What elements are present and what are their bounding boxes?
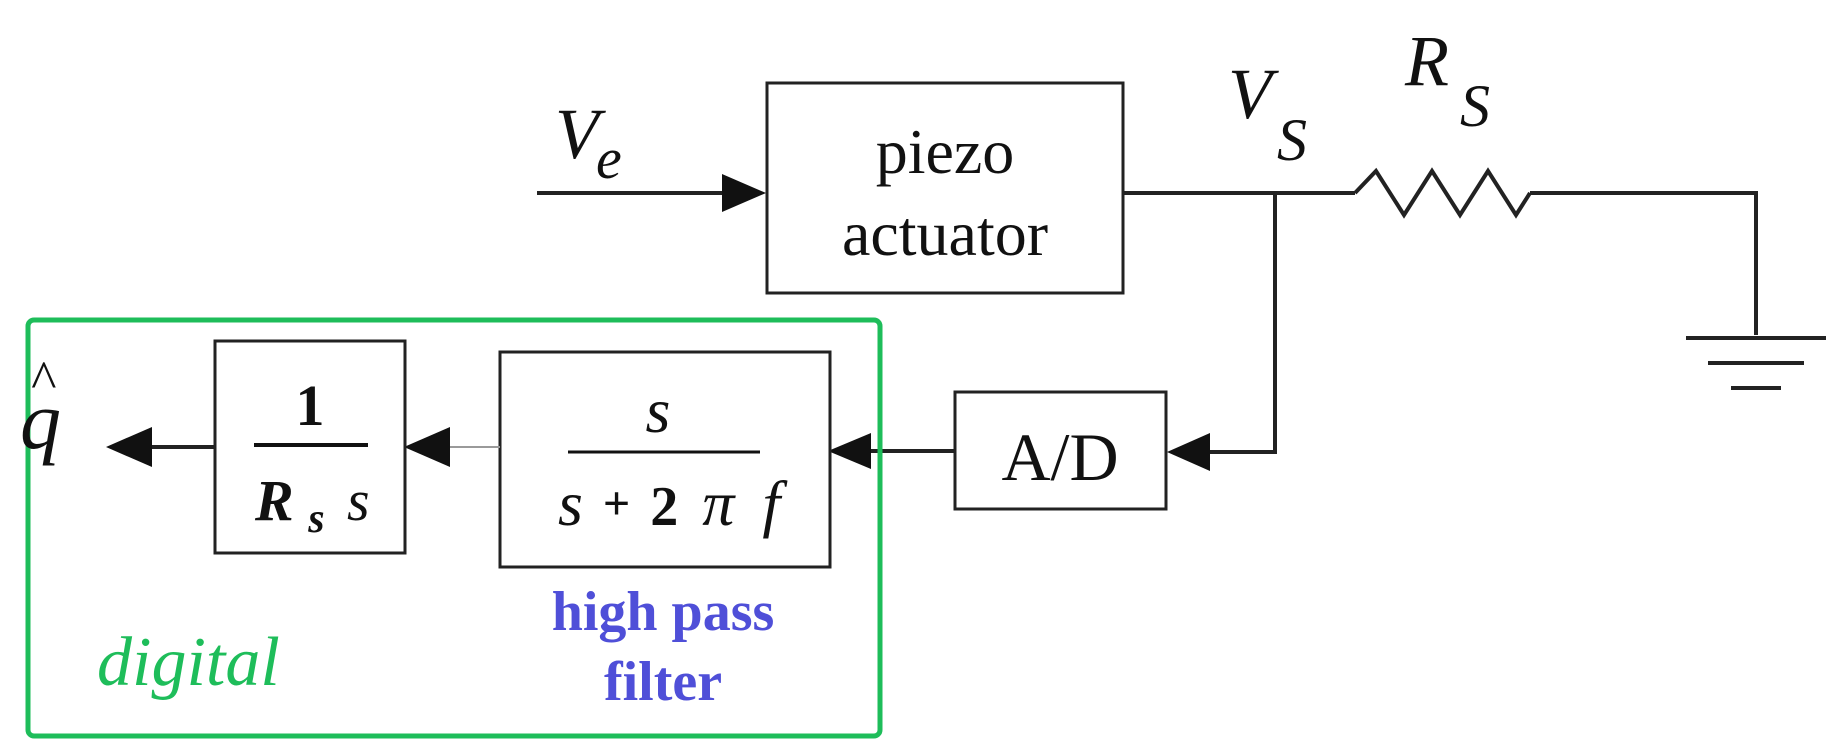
filter-numerator: s — [646, 375, 671, 446]
piezo-actuator-block: piezo actuator — [765, 81, 1125, 295]
sense-voltage-label: V S — [1228, 54, 1307, 173]
output-hat: ^ — [30, 350, 56, 410]
integrator-block: 1 R s s — [213, 339, 407, 555]
input-label-sub: e — [596, 126, 622, 191]
filter-caption-line2: filter — [604, 651, 722, 713]
integrator-input-arrowhead — [404, 427, 450, 467]
piezo-label-line1: piezo — [876, 116, 1015, 187]
filter-den-pi: π — [702, 468, 736, 539]
piezo-label-line2: actuator — [842, 198, 1048, 269]
resistor-to-ground-wire — [1530, 191, 1758, 335]
filter-input-arrowhead — [828, 433, 871, 469]
ground-icon — [1686, 336, 1826, 390]
integrator-den-s: s — [347, 468, 370, 533]
sense-tap-wire — [1205, 193, 1277, 454]
integrator-den-r: R — [254, 468, 294, 533]
input-label-main: V — [555, 94, 606, 174]
input-arrowhead — [722, 174, 766, 212]
resistor-icon — [1353, 167, 1532, 219]
sense-resistor-sub: S — [1460, 73, 1490, 139]
integrator-numerator: 1 — [296, 373, 325, 438]
filter-den-two: 2 — [650, 476, 678, 538]
sense-resistor-label: R S — [1404, 21, 1490, 139]
digital-region-label: digital — [97, 624, 280, 701]
integrator-denominator: R s s — [254, 468, 370, 545]
integrator-den-sub: s — [307, 496, 324, 542]
digital-region — [25, 317, 883, 739]
output-label: ^ q — [20, 350, 61, 466]
adc-input-arrowhead — [1167, 433, 1210, 471]
filter-den-s: s — [558, 468, 583, 539]
filter-den-plus: + — [603, 477, 630, 530]
output-q: q — [20, 375, 61, 466]
output-arrowhead — [106, 427, 152, 467]
sense-resistor-main: R — [1404, 21, 1449, 101]
adc-label: A/D — [1001, 419, 1118, 495]
sense-voltage-sub: S — [1277, 107, 1307, 173]
input-label: V e — [555, 94, 622, 191]
sense-voltage-main: V — [1228, 54, 1279, 134]
adc-block: A/D — [953, 390, 1168, 511]
high-pass-filter-block: s s + 2 π f — [498, 350, 832, 569]
filter-caption-line1: high pass — [552, 581, 775, 643]
